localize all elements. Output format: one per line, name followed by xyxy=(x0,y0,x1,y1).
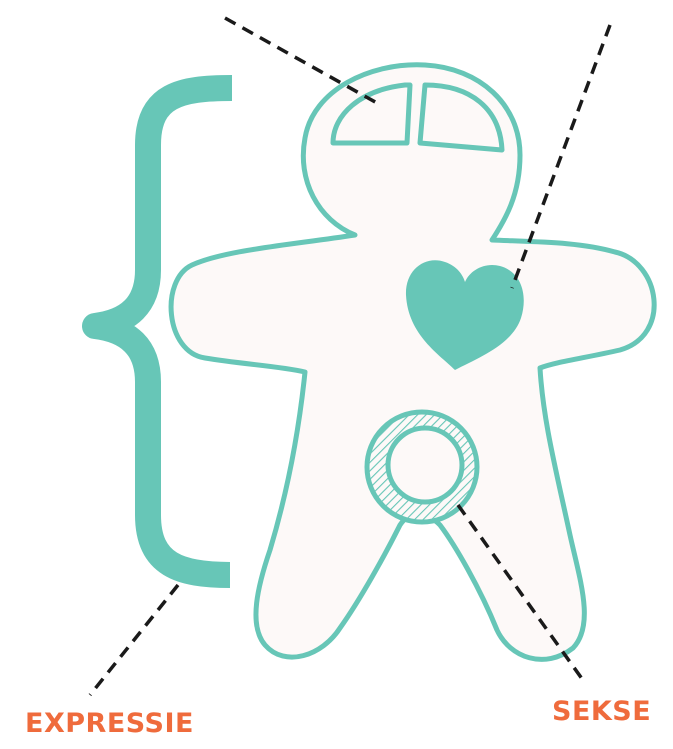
sex-label: SEKSE xyxy=(552,698,651,725)
genitals-inner xyxy=(388,428,462,502)
expression-label: EXPRESSIE xyxy=(25,710,194,737)
gingerbread-figure xyxy=(171,65,654,660)
expression-leader-line xyxy=(90,585,178,695)
brain-leader-line xyxy=(225,18,377,103)
